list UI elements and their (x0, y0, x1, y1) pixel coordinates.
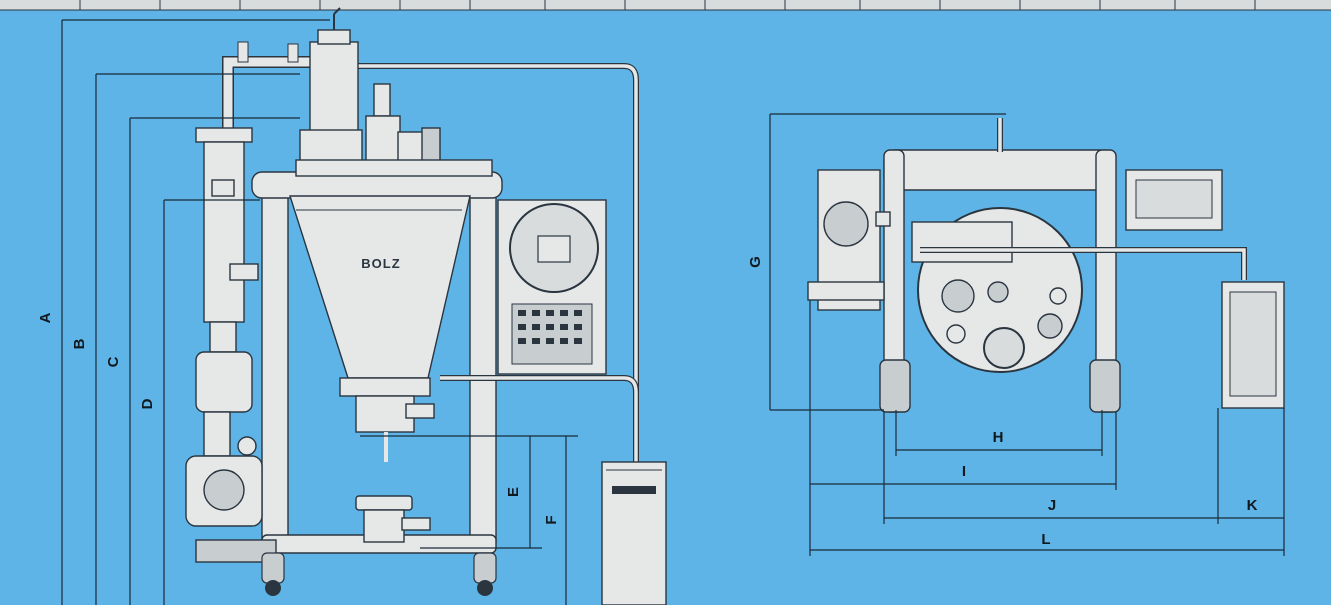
front-view: BOLZ (185, 7, 667, 605)
condenser-column (185, 127, 263, 527)
dim-label-f: F (543, 515, 560, 524)
round-vessel (911, 207, 1083, 373)
dimension-lines (61, 19, 1285, 605)
vessel-logo: BOLZ (361, 256, 400, 271)
conical-vessel: BOLZ (289, 195, 471, 462)
dimension-labels: A B C D E F G H I J K L (37, 256, 1258, 548)
top-strip (0, 0, 1331, 11)
dim-label-h: H (993, 429, 1004, 446)
dim-label-k: K (1247, 497, 1258, 514)
dim-label-i: I (962, 463, 966, 480)
dim-label-a: A (37, 312, 54, 323)
floor-pump-unit (601, 461, 667, 605)
discharge-valve (355, 495, 431, 543)
top-control-panel (1125, 169, 1223, 231)
side-motor-unit (807, 169, 891, 311)
top-view-piping (920, 118, 1247, 280)
control-cabinet (497, 199, 607, 375)
dim-label-j: J (1048, 497, 1056, 514)
top-view (807, 118, 1285, 413)
dim-label-g: G (747, 256, 764, 268)
dim-label-l: L (1041, 531, 1050, 548)
dim-label-d: D (139, 398, 156, 409)
dim-label-e: E (505, 487, 522, 497)
floor-unit-top-view (1221, 281, 1285, 409)
dim-label-c: C (105, 356, 122, 367)
frame (195, 171, 503, 563)
dim-label-b: B (71, 338, 88, 349)
filter-housing (299, 7, 363, 167)
agitator-drive (295, 83, 493, 177)
casters (261, 552, 497, 596)
